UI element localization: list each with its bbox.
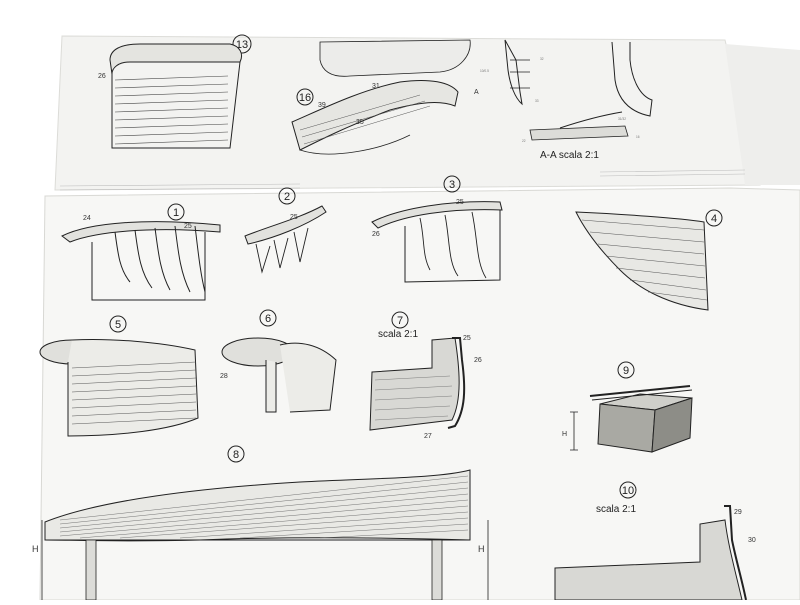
part-label: 30 (748, 537, 756, 544)
hull-fragment (319, 39, 471, 77)
section-scale-label: A-A scala 2:1 (540, 150, 599, 161)
figure-6: 6 28 (220, 309, 337, 413)
part-label: 31 (372, 83, 380, 90)
figure-4: 4 (575, 209, 723, 311)
part-label: 26 (372, 231, 380, 238)
part-label: 26 (474, 357, 482, 364)
figure-number: 2 (284, 191, 290, 203)
figure-8: 8 H H (32, 445, 489, 601)
figure-number: 16 (299, 92, 311, 104)
part-label: 25 (456, 199, 464, 206)
section-a-a: A 10/0.5 32 33 22 31/32 16 A-A scala 2:1 (474, 39, 640, 161)
part-label: 22 (522, 139, 526, 143)
section-arrow-label: A (474, 89, 479, 96)
instruction-text-lines (59, 169, 746, 191)
scale-label: scala 2:1 (596, 504, 636, 515)
figure-13: 13 26 (98, 34, 252, 149)
part-label: 10/0.5 (480, 69, 489, 73)
part-label: 25 (463, 335, 471, 342)
figure-7: 7 scala 2:1 25 26 27 (369, 311, 482, 440)
part-label: 35 (356, 119, 364, 126)
figure-number: 5 (115, 319, 121, 331)
part-label: 28 (220, 373, 228, 380)
part-label: 32 (540, 57, 544, 61)
part-label: 31/32 (618, 117, 626, 121)
figure-number: 6 (265, 313, 271, 325)
front-sheet: 1 24 25 2 25 3 (32, 175, 800, 601)
part-label: 25 (184, 223, 192, 230)
scale-label: scala 2:1 (378, 329, 418, 340)
part-label: 16 (636, 135, 640, 139)
figure-16: 16 39 31 35 (291, 79, 459, 155)
figure-number: 1 (173, 207, 179, 219)
part-label: 26 (98, 73, 106, 80)
figure-2: 2 25 (244, 187, 327, 274)
part-label: 29 (734, 509, 742, 516)
dimension-label: H (478, 544, 485, 554)
figure-9: 9 H (562, 361, 693, 453)
back-sheet: 13 26 16 39 31 35 (54, 34, 800, 191)
part-label: 25 (290, 214, 298, 221)
figure-number: 8 (233, 449, 239, 461)
stern-profile (611, 41, 653, 117)
part-label: 39 (318, 102, 326, 109)
figure-number: 13 (236, 39, 248, 51)
figure-10: 10 scala 2:1 29 30 (554, 481, 756, 601)
dimension-label: H (32, 544, 39, 554)
figure-number: 7 (397, 315, 403, 327)
figure-number: 4 (711, 213, 717, 225)
part-label: 27 (424, 433, 432, 440)
figure-number: 10 (622, 485, 634, 497)
figure-1: 1 24 25 (61, 203, 221, 301)
part-label: 33 (535, 99, 539, 103)
figure-number: 3 (449, 179, 455, 191)
part-label: 24 (83, 215, 91, 222)
figure-3: 3 25 26 (371, 175, 503, 283)
dimension-label: H (562, 431, 567, 438)
figure-5: 5 (39, 315, 199, 437)
figure-number: 9 (623, 365, 629, 377)
